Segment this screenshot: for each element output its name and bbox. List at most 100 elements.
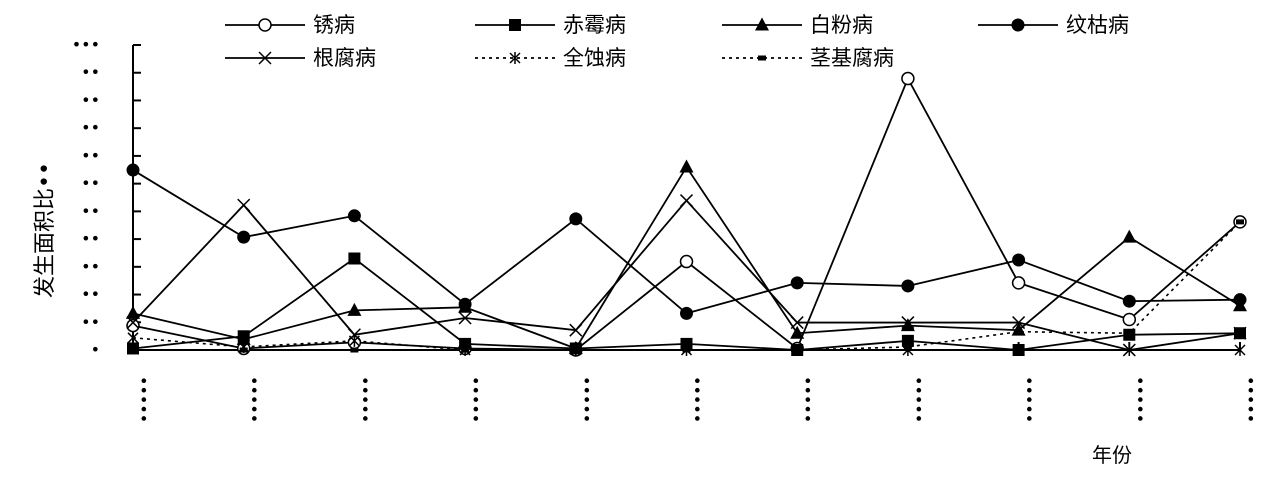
- x-tick-label: •••••: [577, 376, 596, 423]
- y-tick-label: ••: [81, 90, 100, 109]
- x-tick-label: •••••: [1241, 376, 1260, 423]
- data-point-series-7: [239, 347, 248, 353]
- y-tick-label: •: [91, 340, 100, 359]
- legend-label: 赤霉病: [563, 13, 626, 37]
- data-point-series-4: [569, 212, 583, 226]
- y-tick-label: ••: [81, 229, 100, 248]
- data-point-series-5: [458, 311, 472, 325]
- y-tick-label: ••: [81, 63, 100, 82]
- legend-item-3: 白粉病: [722, 13, 873, 37]
- x-tick-label: •••••: [798, 376, 817, 423]
- y-tick-label: ••: [81, 201, 100, 220]
- legend-marker: [258, 51, 272, 65]
- data-point-series-4: [237, 230, 251, 244]
- data-point-series-7: [350, 347, 359, 353]
- series-line-7: [133, 221, 1241, 351]
- legend-item-2: 赤霉病: [475, 13, 626, 37]
- legend-item-5: 根腐病: [225, 46, 376, 70]
- data-point-series-4: [901, 279, 915, 293]
- data-point-series-6: [348, 334, 360, 347]
- y-tick-label: •••: [72, 35, 100, 54]
- y-tick-label: ••: [81, 257, 100, 276]
- data-point-series-5: [1233, 326, 1247, 340]
- legend-label: 全蚀病: [563, 46, 626, 70]
- data-point-series-4: [790, 276, 804, 290]
- x-tick-label: •••••: [245, 376, 264, 423]
- data-point-series-7: [461, 347, 470, 353]
- x-tick-label: •••••: [355, 376, 374, 423]
- data-point-series-2: [348, 252, 361, 265]
- data-point-series-4: [1233, 293, 1247, 307]
- data-point-series-4: [1122, 294, 1136, 308]
- y-tick-label: ••: [81, 118, 100, 137]
- data-point-series-5: [347, 328, 361, 342]
- data-point-series-5: [790, 316, 804, 330]
- legend-marker: [258, 18, 272, 32]
- legend-marker: [1011, 18, 1025, 32]
- legend-marker: [755, 17, 769, 31]
- data-point-series-7: [1236, 219, 1244, 225]
- data-point-series-1: [901, 71, 915, 86]
- data-point-series-7: [571, 347, 580, 353]
- x-tick-label: •••••: [1020, 376, 1039, 423]
- axes: ••••••••••••••••••••••••••••••••••••••••…: [72, 35, 1260, 423]
- data-point-series-4: [1012, 253, 1026, 267]
- data-point-series-7: [1014, 329, 1023, 335]
- data-point-series-3: [900, 318, 915, 332]
- data-point-series-5: [679, 194, 694, 208]
- legend-item-6: 全蚀病: [475, 46, 626, 70]
- data-point-series-7: [903, 344, 912, 350]
- x-tick-label: •••••: [134, 376, 153, 423]
- legend-label: 根腐病: [313, 46, 376, 70]
- x-axis-label: 年份: [1092, 443, 1132, 467]
- data-point-series-6: [1123, 344, 1135, 356]
- data-point-series-6: [1234, 344, 1246, 356]
- legend-marker: [509, 52, 521, 64]
- data-point-series-1: [1011, 276, 1026, 290]
- legend-label: 纹枯病: [1066, 13, 1129, 37]
- data-point-series-1: [126, 318, 140, 333]
- data-point-series-4: [458, 297, 472, 311]
- y-axis-label: 发生面积比••: [33, 162, 58, 298]
- data-point-series-3: [126, 305, 140, 319]
- data-point-series-3: [1122, 229, 1137, 243]
- x-tick-label: •••••: [1130, 376, 1149, 423]
- data-point-series-4: [680, 306, 693, 320]
- data-point-series-7: [129, 347, 137, 353]
- data-point-series-7: [793, 347, 802, 353]
- legend-marker: [758, 55, 766, 61]
- x-tick-label: •••••: [466, 376, 485, 423]
- data-point-series-3: [790, 325, 805, 339]
- data-point-series-6: [127, 331, 139, 344]
- legend-label: 白粉病: [810, 13, 873, 37]
- data-point-series-2: [901, 334, 914, 347]
- y-tick-label: ••: [81, 285, 100, 304]
- y-tick-label: ••: [81, 146, 100, 165]
- data-point-series-7: [682, 347, 691, 353]
- x-tick-label: •••••: [688, 376, 707, 423]
- legend-item-1: 锈病: [225, 13, 355, 37]
- data-point-series-7: [1125, 330, 1134, 336]
- data-point-series-4: [126, 163, 140, 177]
- data-point-series-5: [126, 316, 140, 330]
- data-point-series-5: [569, 323, 583, 337]
- data-point-series-3: [236, 331, 251, 345]
- series-line-5: [132, 199, 1241, 351]
- data-point-series-6: [1013, 344, 1025, 356]
- data-point-series-3: [347, 302, 362, 316]
- data-point-series-5: [1012, 316, 1026, 330]
- legend-item-4: 纹枯病: [978, 13, 1129, 37]
- legend-label: 茎基腐病: [810, 46, 894, 70]
- data-point-series-1: [679, 254, 694, 269]
- data-point-series-5: [237, 198, 251, 212]
- data-point-series-3: [679, 159, 694, 173]
- legend-label: 锈病: [313, 13, 355, 37]
- data-point-series-4: [347, 209, 361, 223]
- legend-item-7: 茎基腐病: [722, 46, 894, 70]
- series-line-4: [132, 169, 1241, 315]
- plot-area: [126, 71, 1247, 357]
- x-tick-label: •••••: [909, 376, 928, 423]
- y-tick-label: ••: [81, 174, 100, 193]
